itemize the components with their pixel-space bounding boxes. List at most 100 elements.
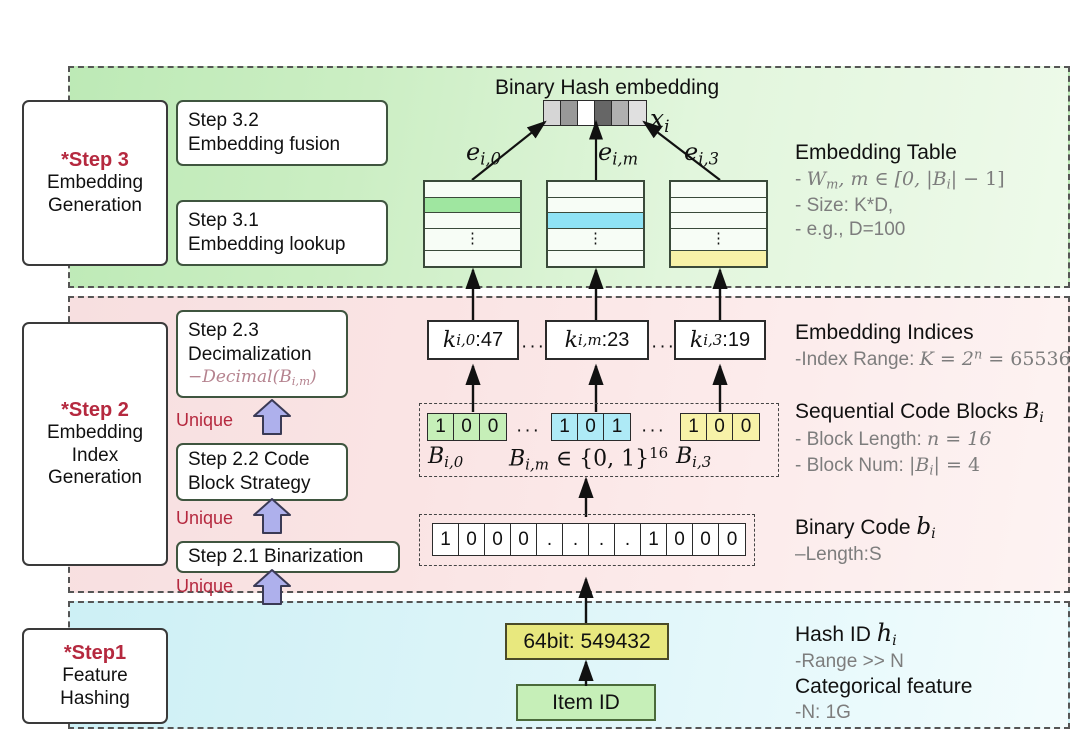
stage-label-step3-line2: Generation — [47, 195, 142, 216]
annotation-binary-code-l1: –Length:S — [795, 544, 882, 566]
hash-embedding-cell-5 — [629, 101, 646, 125]
embedding-table-0-row-3 — [425, 213, 520, 229]
formula-tail: ) — [310, 366, 317, 387]
edge-label-e-i-0: ei,0 — [466, 138, 501, 169]
cb-title-sub: i — [1039, 409, 1044, 426]
binary-code-bit-5: . — [563, 524, 589, 555]
substep-2-3-line2: Decimalization — [188, 344, 312, 366]
annotation-embedding-table-l1: - Wm, m ∈ [0, |Bi| − 1] — [795, 167, 1005, 194]
binary-code-bit-7: . — [615, 524, 641, 555]
index-ellipsis-1: ··· — [521, 336, 546, 357]
ei-l1-sup: n — [973, 347, 983, 363]
et-l1-rest: , m ∈ [0, |B — [838, 167, 947, 190]
annotation-binary-code-title: Binary Code bi — [795, 513, 936, 543]
annotation-embedding-table-title: Embedding Table — [795, 141, 957, 164]
cb-l2-sub: i — [929, 463, 934, 479]
code-block-1-bit-1: 0 — [578, 414, 604, 440]
cb-l1-math: n = 16 — [927, 428, 992, 451]
code-block-strategy-arrow — [578, 476, 594, 517]
hash-embedding-cell-4 — [612, 101, 629, 125]
embedding-table-1-row-5 — [548, 251, 643, 266]
block-arrow-up-3 — [253, 569, 291, 605]
substep-3-1-line1: Step 3.1 — [188, 210, 259, 232]
substep-2-2-line2: Block Strategy — [188, 473, 311, 494]
e3-base: e — [684, 138, 699, 166]
stage-box-step2: *Step 2 Embedding Index Generation — [22, 322, 168, 566]
cb-title-text: Sequential Code Blocks — [795, 400, 1024, 423]
stage-label-step3-line1: Embedding — [46, 172, 144, 194]
cb-l2-prefix: - Block Num: — [795, 454, 910, 476]
stage-label-step2-line3: Generation — [47, 467, 142, 489]
code-block-0-bit-2: 0 — [480, 414, 506, 440]
e0-sub: i,0 — [480, 149, 501, 169]
binary-code-bit-10: 0 — [693, 524, 719, 555]
substep-box-2-2: Step 2.2 Code Block Strategy — [176, 443, 348, 501]
code-block-label-2: Bi,3 — [676, 444, 711, 471]
embedding-lookup-arrows — [465, 267, 728, 320]
edge-label-e-i-3: ei,3 — [684, 138, 719, 169]
binary-code-bit-2: 0 — [485, 524, 511, 555]
code-block-2-bit-0: 1 — [681, 414, 707, 440]
et-l1-bsub: i — [946, 177, 951, 193]
binary-code-bit-11: 0 — [726, 528, 738, 550]
annotation-embedding-table: Embedding Table - Wm, m ∈ [0, |Bi| − 1] … — [795, 140, 1005, 243]
annotation-code-blocks-title: Sequential Code Blocks Bi — [795, 398, 1044, 427]
binary-hash-embedding-strip — [543, 100, 647, 126]
substep-2-3-formula: −Decimal(Bi,m) — [188, 367, 336, 389]
bm-base: B — [509, 446, 526, 472]
embedding-table-0-row-4: ⋮ — [425, 229, 520, 252]
binary-code-bit-3: 0 — [511, 524, 537, 555]
hid-title-sub: i — [892, 632, 897, 649]
code-block-0-bit-0: 1 — [428, 414, 454, 440]
bm-sup: 16 — [649, 444, 669, 462]
b3-sub: i,3 — [692, 453, 712, 472]
substep-3-2-line1: Step 3.2 — [188, 110, 259, 132]
item-id-box: Item ID — [516, 684, 656, 721]
annotation-categorical-feature: Categorical feature -N: 1G — [795, 674, 972, 725]
code-block-label-1: Bi,m ∈ {0, 1}16 — [509, 444, 668, 474]
et-l1-prefix: - — [795, 168, 807, 190]
binary-code-bit-8: 1 — [641, 524, 667, 555]
e0-base: e — [466, 138, 481, 166]
binary-code-group-frame — [419, 514, 755, 566]
k3-value: :19 — [722, 328, 751, 351]
block-arrow-up-2 — [253, 498, 291, 534]
block-arrow-up-1 — [253, 399, 291, 435]
b3-base: B — [676, 444, 693, 469]
embedding-table-1-row-1 — [548, 182, 643, 198]
annotation-binary-code: Binary Code bi –Length:S — [795, 513, 936, 568]
embedding-table-0-ellipsis: ⋮ — [465, 230, 480, 248]
embedding-table-2-row-5 — [671, 251, 766, 266]
decimalization-arrows — [465, 363, 728, 412]
k0-sub: i,0 — [456, 331, 476, 349]
annotation-code-blocks-l2: - Block Num: |Bi| = 4 — [795, 453, 1044, 480]
annotation-embedding-table-l2: - Size: K*D, — [795, 195, 894, 217]
stage-marker-step2: *Step 2 — [61, 398, 129, 421]
panel-step1-feature-hashing — [68, 601, 1070, 729]
embedding-table-2-row-3 — [671, 213, 766, 229]
k0-base: k — [442, 327, 457, 353]
hid-title-math: h — [876, 619, 893, 647]
embedding-table-0-row-1 — [425, 182, 520, 198]
cb-l1-prefix: - Block Length: — [795, 429, 928, 451]
embedding-fusion-arrows — [471, 119, 721, 181]
cb-l2-tail: | = 4 — [933, 453, 981, 476]
binary-code-bit-1: 0 — [459, 524, 485, 555]
annotation-code-blocks: Sequential Code Blocks Bi - Block Length… — [795, 398, 1044, 480]
code-block-label-0: Bi,0 — [428, 444, 463, 471]
km-base: k — [564, 327, 578, 353]
ei-l1-prefix: -Index Range: — [795, 348, 920, 370]
bc-title-text: Binary Code — [795, 516, 917, 539]
embedding-table-2-row-1 — [671, 182, 766, 198]
embedding-table-0: ⋮ — [423, 180, 522, 268]
hash-embedding-cell-3 — [595, 101, 612, 125]
binary-hash-embedding-title: Binary Hash embedding — [495, 76, 720, 99]
x-label-sub: i — [664, 116, 670, 137]
substep-box-3-2: Step 3.2 Embedding fusion — [176, 100, 388, 166]
